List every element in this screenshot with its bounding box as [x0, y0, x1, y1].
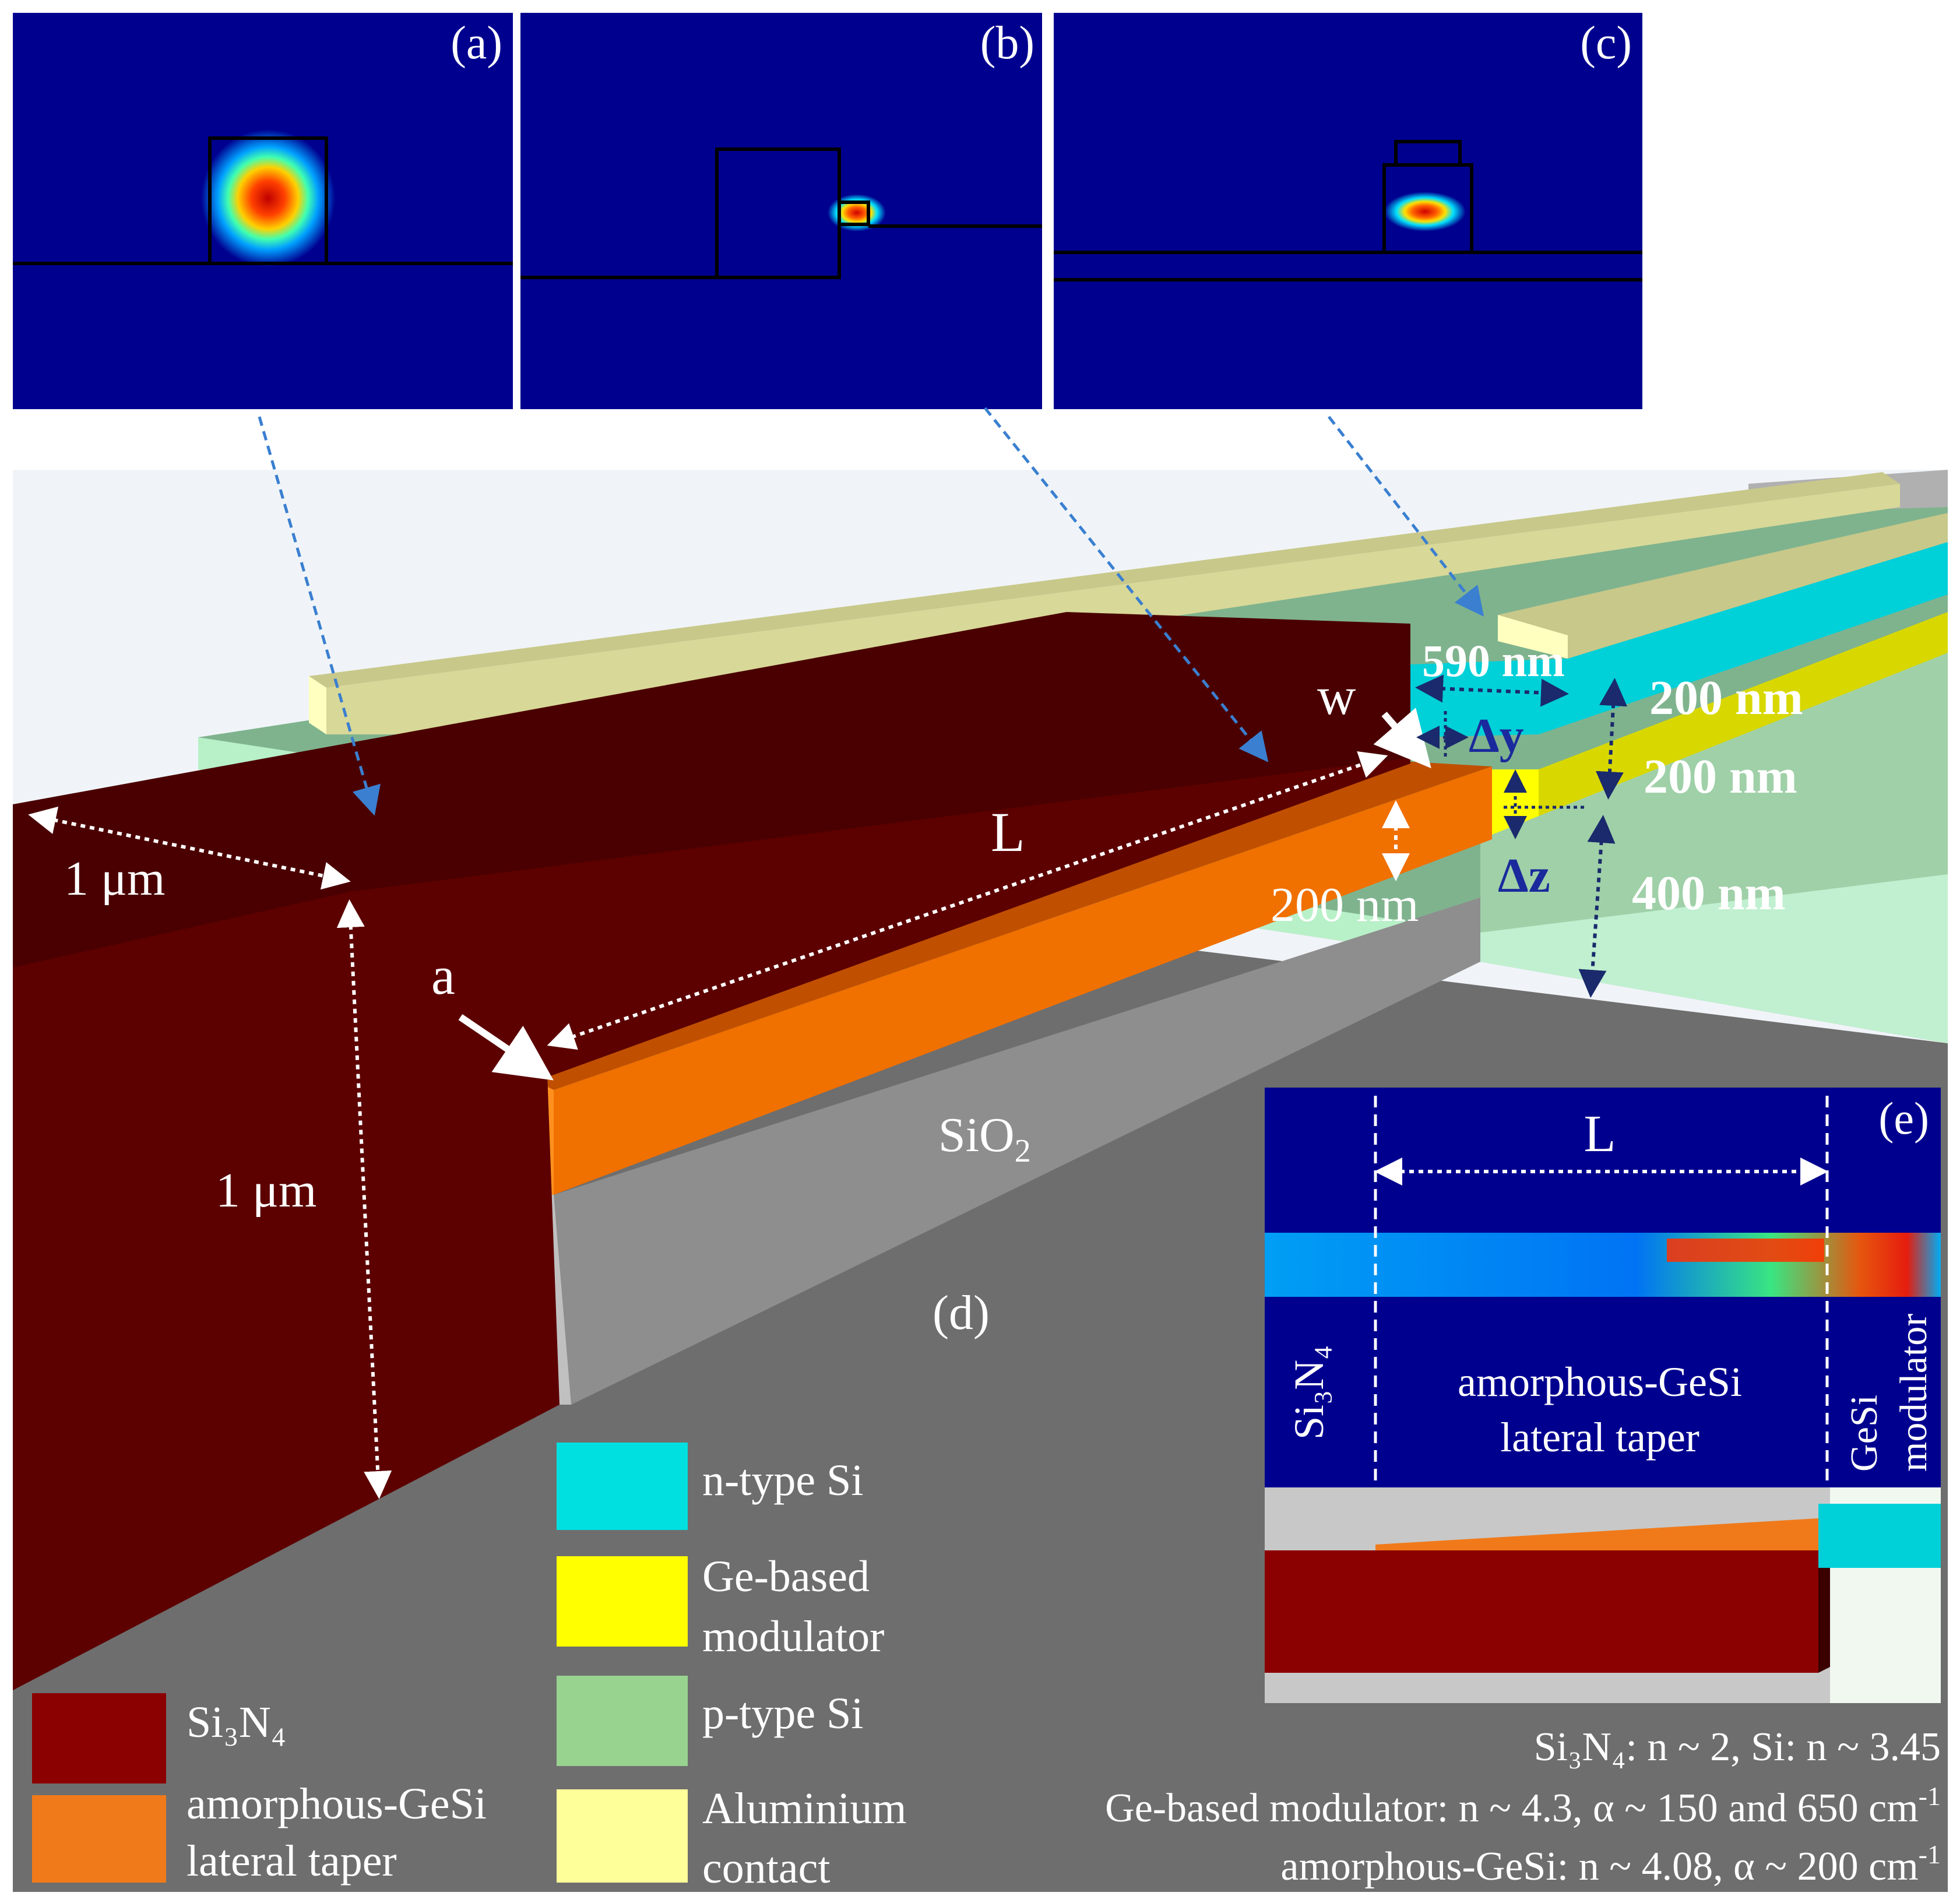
legend-label-ge-mod-2: modulator — [702, 1612, 884, 1661]
param-line-3: amorphous-GeSi: n ~ 4.08, α ~ 200 cm-1 — [1280, 1839, 1941, 1889]
legend-label-p-si: p-type Si — [702, 1689, 864, 1738]
param-line-1: Si₃N₄: n ~ 2, Si: n ~ 3.45 — [1534, 1725, 1941, 1770]
label-si3n4-width: 1 μm — [64, 852, 165, 906]
inset-middle-label-2: lateral taper — [1500, 1414, 1699, 1461]
legend-label-ge-mod-1: Ge-based — [702, 1552, 870, 1601]
legend-swatch-si3n4 — [32, 1693, 166, 1784]
legend-label-taper-2: lateral taper — [187, 1837, 397, 1886]
label-si3n4-height: 1 μm — [216, 1163, 316, 1218]
label-taper-thickness: 200 nm — [1271, 878, 1419, 932]
label-tip-w: w — [1317, 666, 1356, 726]
legend-label-al-1: Aluminium — [702, 1784, 906, 1833]
label-ge-thickness: 200 nm — [1644, 750, 1797, 804]
legend: Si₃N₄ amorphous-GeSi lateral taper n-typ… — [32, 1443, 906, 1893]
param-line-3-main: amorphous-GeSi: n ~ 4.08, α ~ 200 cm — [1280, 1844, 1918, 1889]
label-width-590: 590 nm — [1422, 635, 1565, 686]
al-contact-back — [309, 472, 1900, 688]
inset-left-label: Si₃N₄ — [1286, 1345, 1332, 1440]
label-n-si-thickness: 200 nm — [1649, 671, 1803, 725]
panel-a-mode-plot: (a) — [13, 13, 513, 409]
legend-swatch-al — [557, 1789, 688, 1883]
legend-swatch-taper — [32, 1795, 166, 1883]
label-p-si-thickness: 400 nm — [1632, 866, 1786, 920]
inset-right-label-2: modulator — [1892, 1314, 1935, 1472]
inset-length-label: L — [1584, 1105, 1616, 1163]
panel-a-label: (a) — [451, 17, 502, 69]
legend-label-taper-1: amorphous-GeSi — [187, 1779, 487, 1828]
label-substrate: SiO2 — [938, 1108, 1031, 1169]
panel-e-inset: L (e) Si₃N₄ amorphous-GeSi lateral taper… — [1265, 1088, 1941, 1703]
panel-e-label: (e) — [1878, 1093, 1929, 1144]
panel-b-label: (b) — [980, 17, 1034, 69]
label-substrate-sub: 2 — [1015, 1133, 1031, 1169]
material-parameters: Si₃N₄: n ~ 2, Si: n ~ 3.45 Ge-based modu… — [1105, 1725, 1941, 1889]
legend-swatch-n-si — [557, 1443, 688, 1530]
inset-right-label-1: GeSi — [1843, 1395, 1885, 1472]
label-taper-length: L — [991, 801, 1025, 863]
legend-label-al-2: contact — [702, 1844, 830, 1893]
panel-c-label: (c) — [1580, 17, 1632, 69]
label-tip-a: a — [431, 946, 455, 1005]
al-contact-front — [1498, 513, 1948, 659]
param-line-2: Ge-based modulator: n ~ 4.3, α ~ 150 and… — [1105, 1781, 1941, 1831]
panel-d-label: (d) — [933, 1286, 990, 1340]
param-line-2-main: Ge-based modulator: n ~ 4.3, α ~ 150 and… — [1105, 1786, 1919, 1831]
panel-c-mode-plot: (c) — [1054, 13, 1642, 409]
legend-swatch-ge-mod — [557, 1556, 688, 1647]
inset-middle-label-1: amorphous-GeSi — [1458, 1359, 1742, 1405]
legend-label-n-si: n-type Si — [702, 1456, 864, 1505]
label-delta-z: Δz — [1498, 849, 1550, 903]
param-line-2-sup: -1 — [1919, 1781, 1941, 1811]
legend-swatch-p-si — [557, 1676, 688, 1766]
label-delta-y: Δy — [1469, 709, 1524, 763]
param-line-3-sup: -1 — [1919, 1839, 1941, 1869]
panel-b-mode-plot: (b) — [520, 13, 1042, 409]
label-substrate-main: SiO — [938, 1108, 1015, 1162]
legend-label-si3n4: Si₃N₄ — [187, 1698, 286, 1747]
